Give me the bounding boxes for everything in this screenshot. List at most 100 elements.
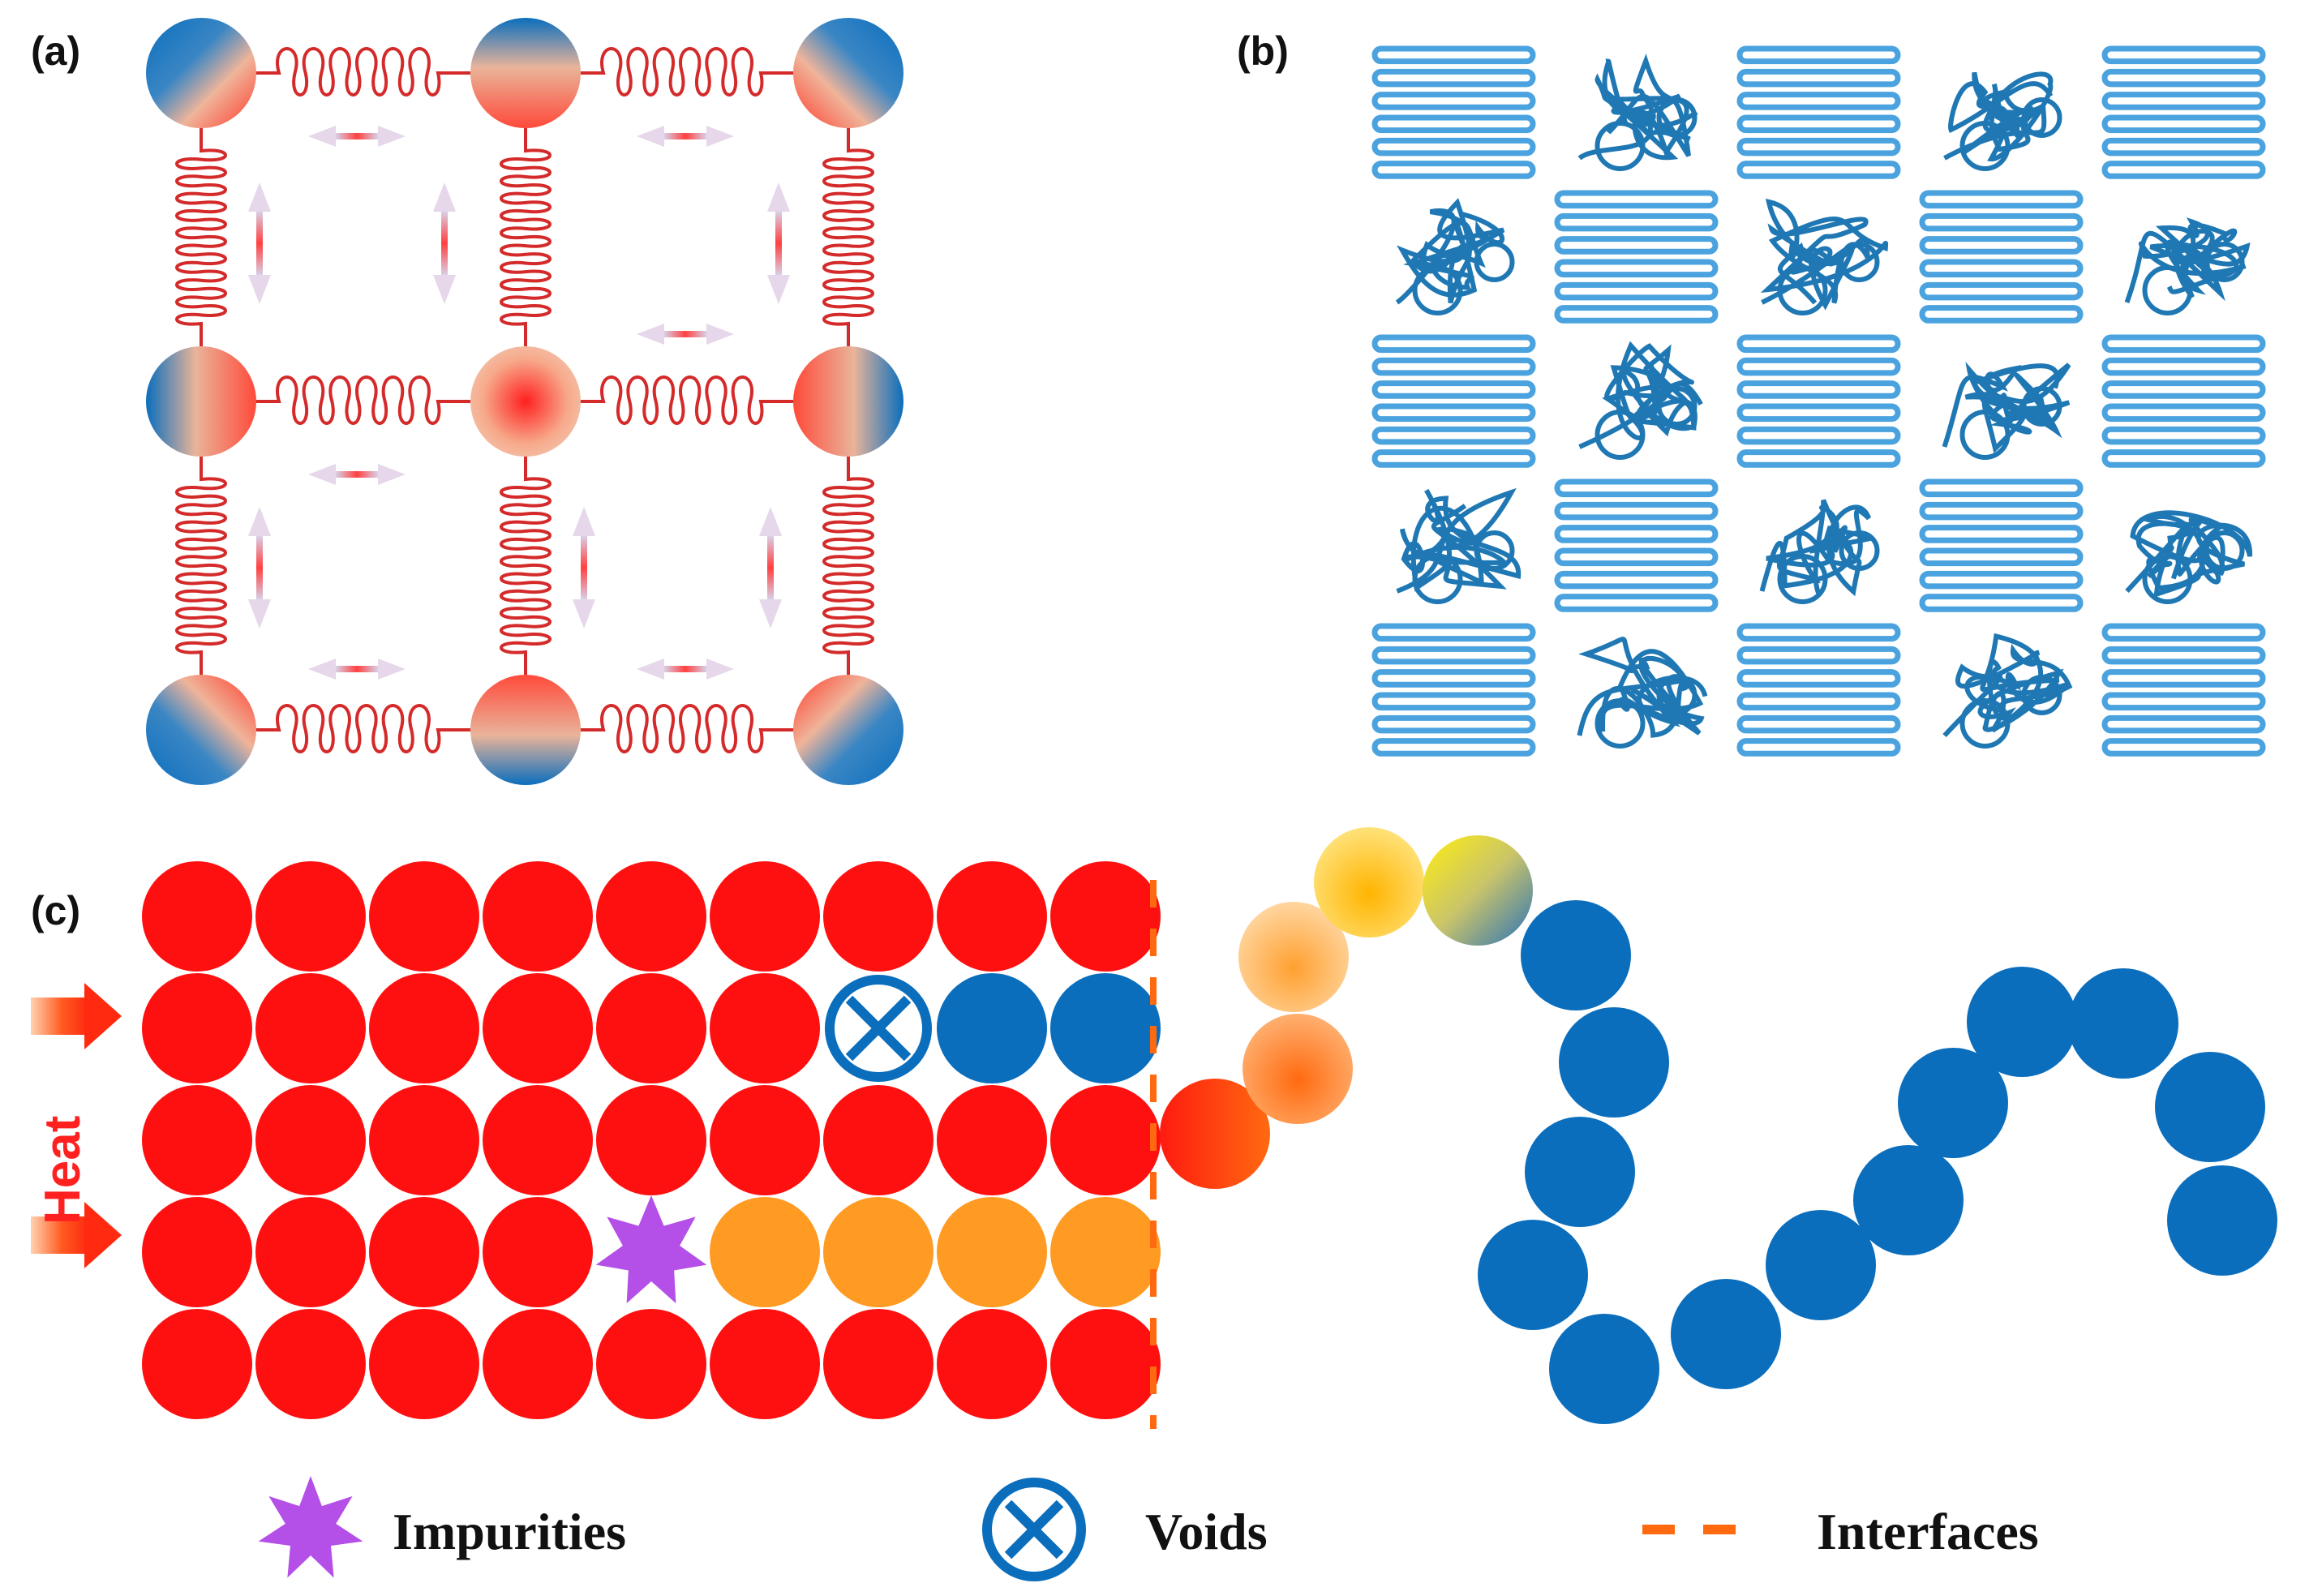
grid-atom-orange bbox=[823, 1197, 934, 1307]
grid-atom-red bbox=[369, 861, 479, 972]
lattice-atom-0-0 bbox=[146, 18, 256, 128]
panel-a-spring-lattice bbox=[146, 18, 903, 785]
amorphous-coil-2-3 bbox=[1942, 361, 2071, 460]
lattice-atom-2-1 bbox=[470, 675, 581, 785]
amorphous-coil-3-4 bbox=[2125, 510, 2253, 604]
spring-h-0-0 bbox=[256, 47, 470, 97]
chain-bead-15 bbox=[2068, 968, 2178, 1079]
grid-atom-red bbox=[596, 861, 706, 972]
vibration-arrow-h-5 bbox=[308, 659, 406, 680]
spring-h-2-0 bbox=[256, 704, 470, 753]
legend-interfaces-label: Interfaces bbox=[1817, 1503, 2039, 1560]
chain-bead-7 bbox=[1525, 1117, 1635, 1227]
chain-bead-16 bbox=[2155, 1052, 2265, 1162]
grid-atom-red bbox=[142, 1197, 252, 1307]
grid-atom-red bbox=[369, 973, 479, 1083]
lamella-4-2 bbox=[1736, 623, 1901, 757]
grid-atom-red bbox=[142, 1085, 252, 1195]
chain-bead-9 bbox=[1549, 1314, 1659, 1424]
vibration-arrow-h-4 bbox=[637, 324, 734, 345]
legend-impurities-label: Impurities bbox=[393, 1503, 626, 1560]
lamella-4-4 bbox=[2101, 623, 2266, 757]
chain-bead-6 bbox=[1559, 1007, 1669, 1118]
lattice-atom-0-1 bbox=[470, 18, 581, 128]
grid-atom-red bbox=[369, 1309, 479, 1419]
lamella-2-0 bbox=[1371, 334, 1536, 468]
lattice-atom-1-2 bbox=[793, 346, 903, 457]
legend-interfaces: Interfaces bbox=[1642, 1503, 2039, 1560]
chain-bead-0 bbox=[1160, 1079, 1270, 1189]
grid-atom-red bbox=[710, 861, 820, 972]
spring-v-1-1 bbox=[500, 457, 552, 675]
grid-atom-red bbox=[596, 1085, 706, 1195]
chain-bead-4 bbox=[1423, 835, 1533, 946]
grid-atom-orange bbox=[1050, 1197, 1161, 1307]
lamella-2-2 bbox=[1736, 334, 1901, 468]
lattice-atom-2-0 bbox=[146, 675, 256, 785]
grid-atom-red bbox=[483, 861, 593, 972]
lattice-atom-1-1 bbox=[470, 346, 581, 457]
panel-b-label: (b) bbox=[1237, 28, 1289, 74]
chain-bead-12 bbox=[1853, 1145, 1964, 1255]
lattice-atom-2-2 bbox=[793, 675, 903, 785]
spring-v-1-0 bbox=[175, 457, 227, 675]
grid-atom-red bbox=[937, 861, 1047, 972]
chain-bead-11 bbox=[1766, 1210, 1876, 1320]
lamella-4-0 bbox=[1371, 623, 1536, 757]
grid-atom-red bbox=[255, 861, 366, 972]
grid-atom-blue bbox=[1050, 973, 1161, 1083]
spring-v-1-2 bbox=[822, 457, 874, 675]
grid-atom-red bbox=[483, 973, 593, 1083]
lamella-1-3 bbox=[1919, 190, 2084, 324]
panel-a-label: (a) bbox=[31, 28, 80, 74]
spring-h-1-0 bbox=[256, 375, 470, 425]
grid-atom-red bbox=[823, 861, 934, 972]
vibration-arrow-h-2 bbox=[637, 126, 734, 147]
grid-atom-red bbox=[1050, 861, 1161, 972]
chain-bead-2 bbox=[1238, 902, 1349, 1012]
panel-c-label: (c) bbox=[31, 888, 80, 933]
vibration-arrow-h-3 bbox=[308, 464, 406, 485]
spring-h-2-1 bbox=[581, 704, 793, 753]
lamella-3-3 bbox=[1919, 478, 2084, 612]
amorphous-coil-1-2 bbox=[1760, 198, 1889, 315]
grid-atom-red bbox=[142, 1309, 252, 1419]
impurity-star bbox=[595, 1195, 707, 1304]
grid-atom-red bbox=[255, 1085, 366, 1195]
grid-atom-red bbox=[142, 861, 252, 972]
chain-bead-17 bbox=[2167, 1165, 2277, 1276]
grid-atom-red bbox=[483, 1085, 593, 1195]
grid-atom-red bbox=[483, 1197, 593, 1307]
amorphous-coil-3-2 bbox=[1759, 499, 1880, 604]
chain-bead-10 bbox=[1671, 1279, 1781, 1389]
grid-atom-red bbox=[710, 1085, 820, 1195]
heat-arrow-bottom bbox=[31, 1202, 122, 1268]
chain-bead-14 bbox=[1967, 967, 2077, 1077]
dashed-line-icon bbox=[1642, 1525, 1736, 1534]
grid-atom-orange bbox=[937, 1197, 1047, 1307]
vibration-arrow-h-6 bbox=[637, 659, 734, 680]
legend-voids: Voids bbox=[982, 1478, 1268, 1581]
legend: Impurities Voids Interfaces bbox=[258, 1476, 2039, 1581]
chain-bead-5 bbox=[1521, 900, 1631, 1010]
grid-atom-red bbox=[596, 973, 706, 1083]
grid-atom-red bbox=[937, 1085, 1047, 1195]
spring-v-0-2 bbox=[822, 128, 874, 346]
grid-atom-red bbox=[255, 973, 366, 1083]
grid-atom-red bbox=[255, 1197, 366, 1307]
vibration-arrow-v-1 bbox=[248, 182, 271, 304]
vibration-arrow-v-4 bbox=[248, 507, 271, 629]
amorphous-coil-4-3 bbox=[1942, 633, 2073, 749]
grid-atom-red bbox=[823, 1085, 934, 1195]
spring-h-1-1 bbox=[581, 375, 793, 425]
lamella-0-0 bbox=[1371, 45, 1536, 179]
lattice-atom-0-2 bbox=[793, 18, 903, 128]
amorphous-coil-0-3 bbox=[1943, 71, 2062, 171]
chain-bead-13 bbox=[1898, 1048, 2008, 1158]
grid-atom-red bbox=[483, 1309, 593, 1419]
circled-x-icon bbox=[982, 1478, 1086, 1581]
chain-bead-3 bbox=[1314, 827, 1424, 937]
grid-atom-red bbox=[142, 973, 252, 1083]
lattice-atom-1-0 bbox=[146, 346, 256, 457]
